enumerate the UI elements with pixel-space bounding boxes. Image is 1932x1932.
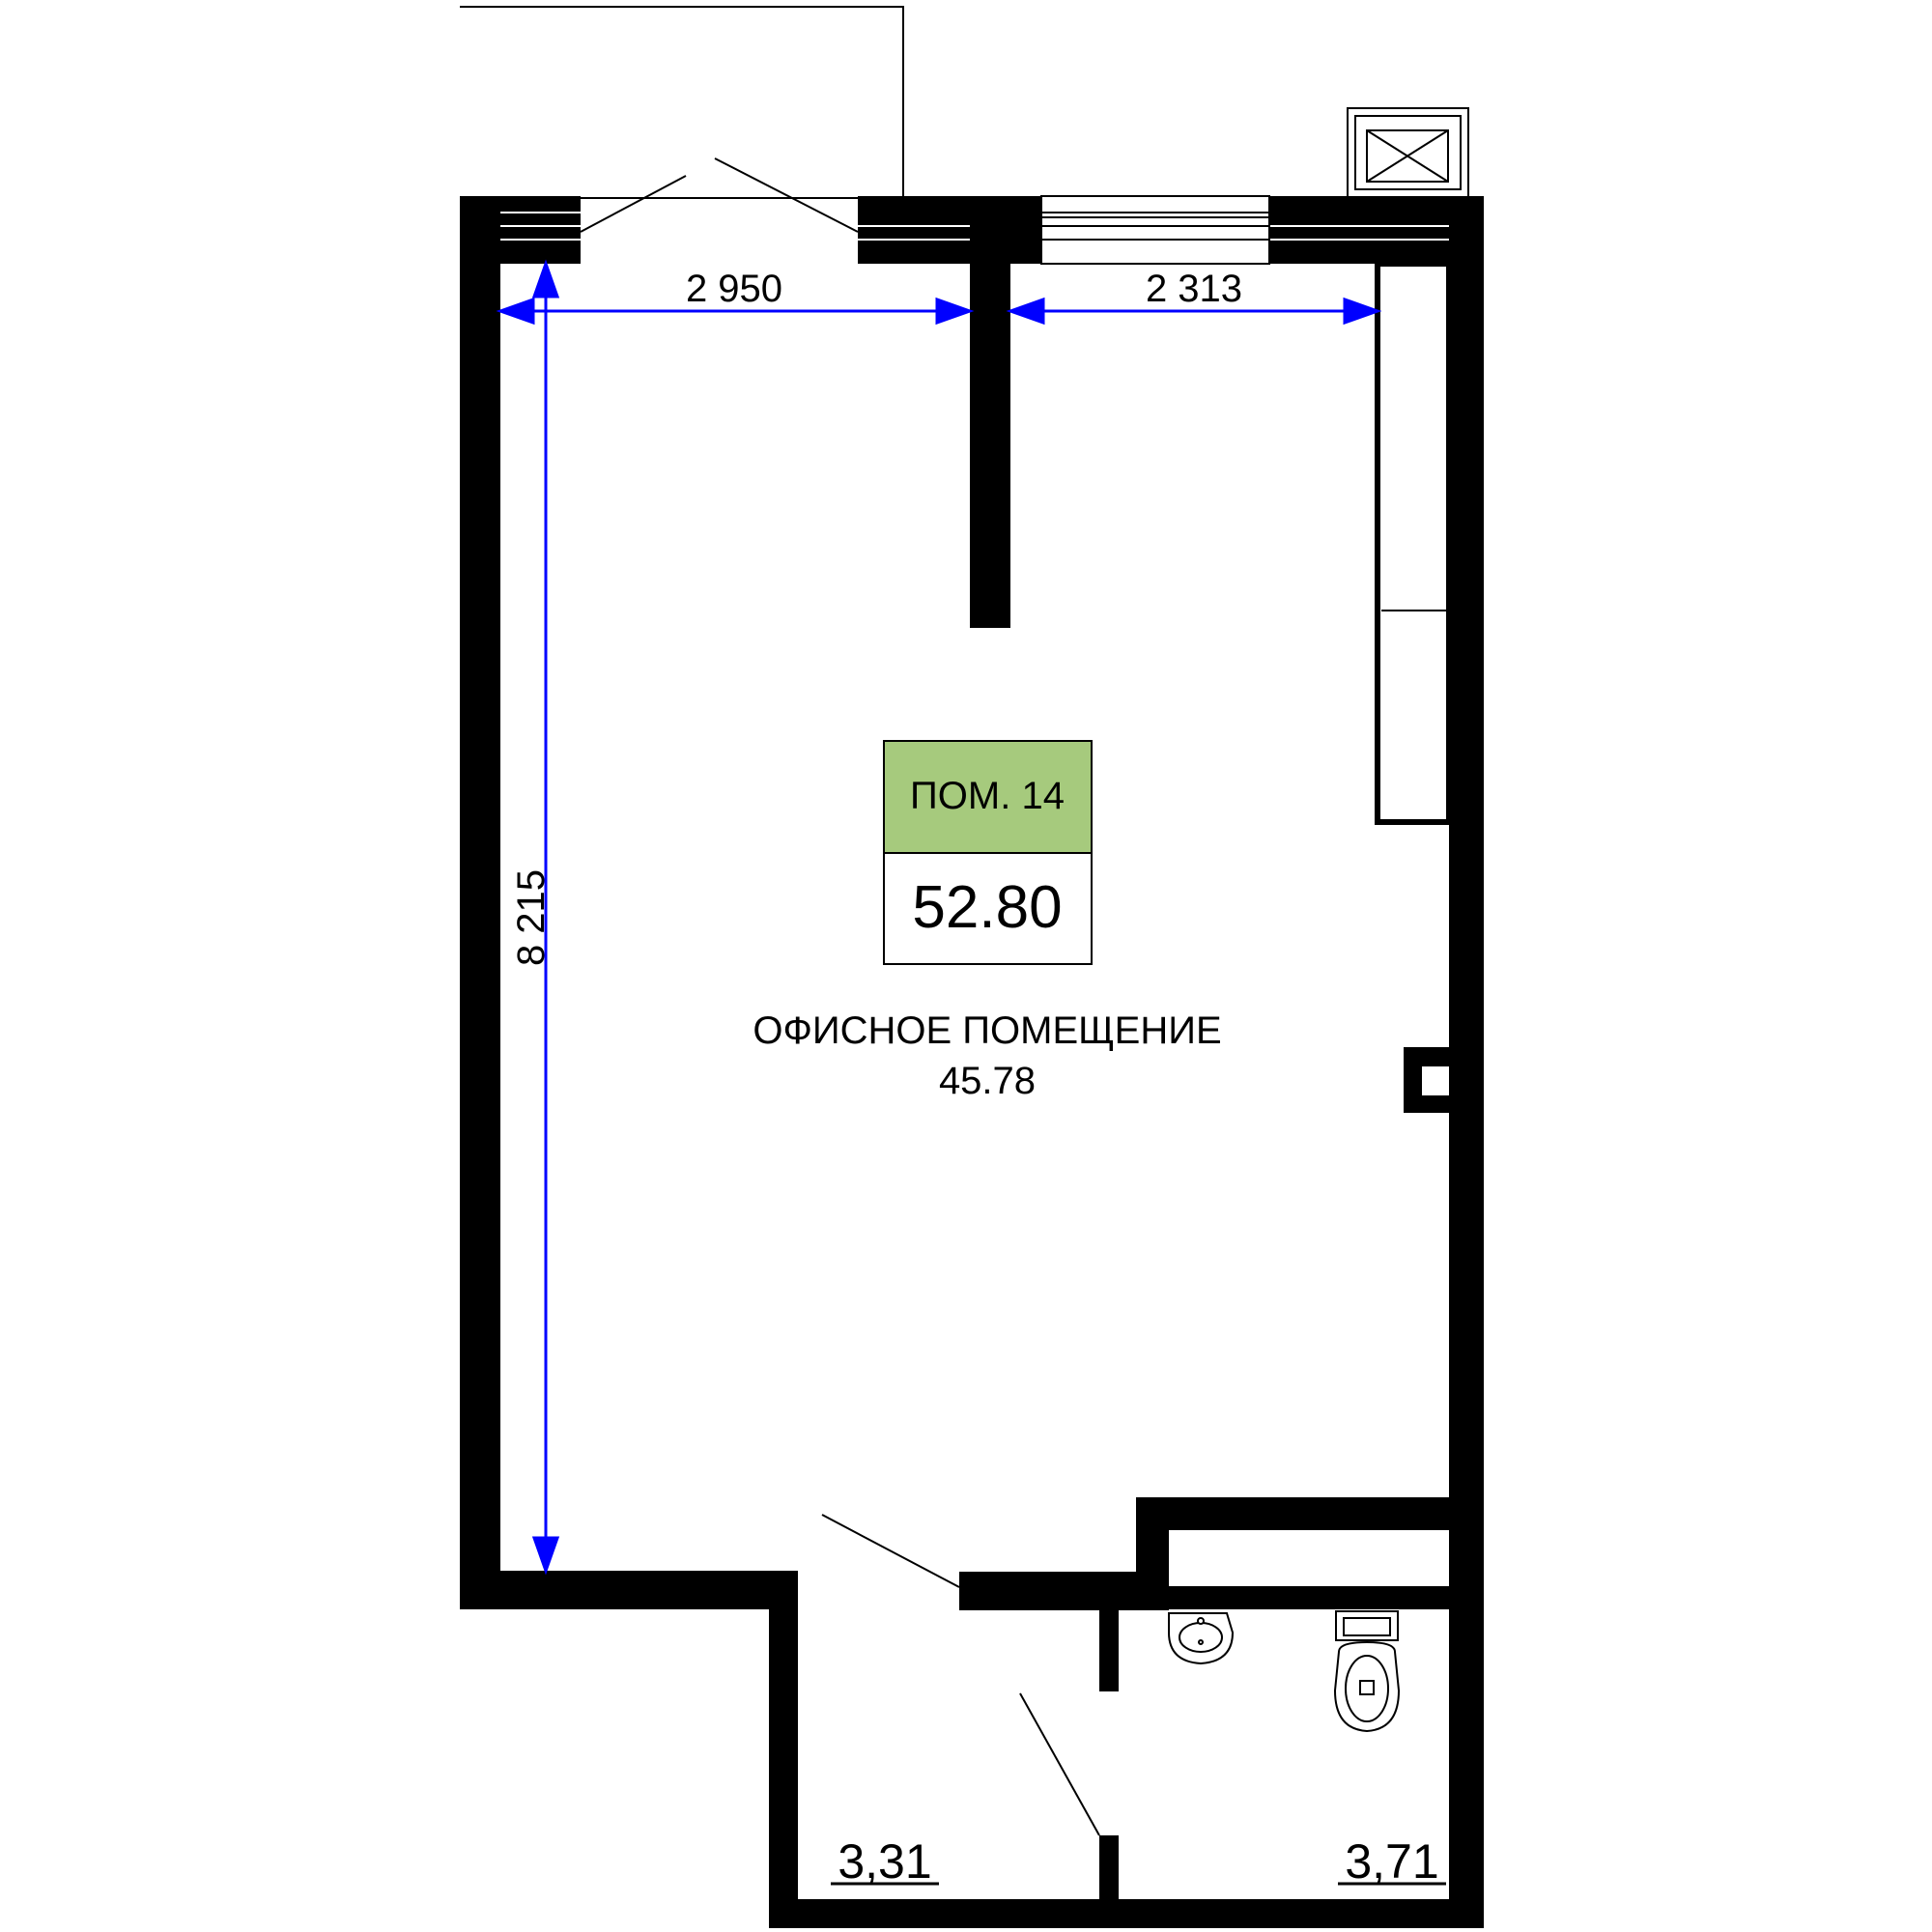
dimension-arrow [531,1536,560,1576]
dimension-arrow [935,297,975,326]
dimension-arrow [1343,297,1382,326]
entrance-door [580,157,859,233]
wc-top-wall [1136,1586,1449,1609]
dimension-width-right: 2 313 [1146,268,1242,310]
walls [460,196,1484,1928]
room-badge-header [883,740,1093,854]
exterior-lines [460,6,904,197]
room-total-area: 52.80 [912,874,1062,941]
wall-detail-lines [500,212,1449,241]
hall-area: 3,31 [838,1834,931,1889]
right-niche [1375,261,1452,1113]
partition-stub [970,264,1010,628]
room-name-area: 45.78 [939,1060,1036,1102]
dimension-lines [496,259,1382,1576]
window [1040,195,1270,265]
dimension-width-left: 2 950 [686,268,782,310]
bottom-wall [769,1899,1484,1928]
dimension-arrow [531,259,560,298]
room-badge-body [883,852,1093,965]
top-wall-right [1269,196,1484,264]
sink-icon [1168,1612,1235,1665]
hall-left-wall [769,1571,798,1928]
dimension-height: 8 215 [510,869,553,966]
wc-area: 3,71 [1345,1834,1438,1889]
wc-partition-lower [1099,1835,1119,1901]
interior-doors [821,1514,1100,1836]
room-badge: ПОМ. 14 52.80 [883,740,1093,965]
office-bottom-wall [460,1571,798,1609]
dimension-arrow [1006,297,1045,326]
toilet-icon [1333,1610,1401,1733]
room-name: ОФИСНОЕ ПОМЕЩЕНИЕ [753,1009,1221,1052]
room-number: ПОМ. 14 [910,775,1065,817]
right-wall [1449,196,1484,1928]
top-wall-middle [858,196,1041,264]
hall-top-wall [959,1572,1141,1610]
left-wall [460,196,500,1609]
wc-partition-upper [1099,1609,1119,1691]
ventilation-shaft [1347,107,1469,198]
dimension-arrow [496,297,535,326]
wc-block-top-wall [1136,1497,1449,1530]
